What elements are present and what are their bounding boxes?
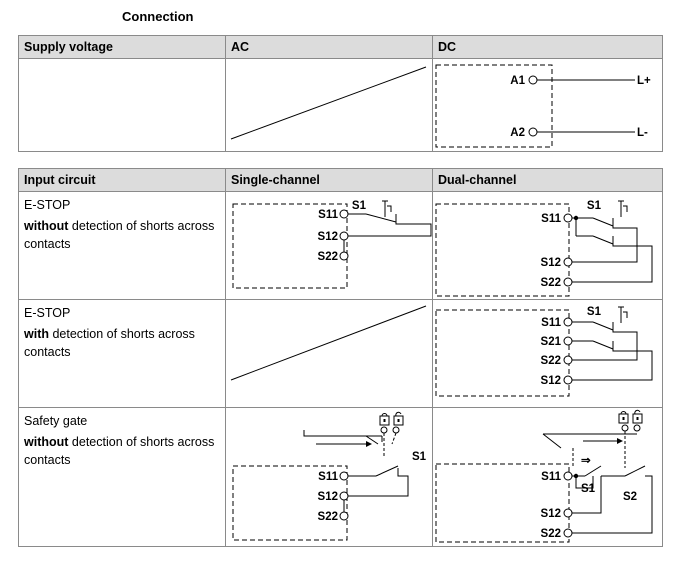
unlock-icon	[632, 409, 643, 424]
label-s1: S1	[587, 306, 602, 318]
label-s12: S12	[318, 231, 338, 243]
estop-single-channel-cell: S1 S11 S12 S22	[225, 191, 433, 300]
row-emphasis: without	[24, 435, 69, 449]
label-s1: S1	[412, 451, 427, 463]
lock-icon	[379, 413, 390, 426]
row-emphasis: without	[24, 219, 69, 233]
header-ac: AC	[225, 35, 433, 59]
estop-with-single-channel-cell	[225, 299, 433, 408]
estop-with-dual-channel-diagram: S1 S11 S21 S22 S12	[435, 306, 653, 397]
dc-diagram-cell: A1 L+ A2 L-	[432, 58, 663, 152]
unlock-icon	[393, 411, 404, 426]
label-s1: S1	[587, 200, 602, 212]
header-input-circuit: Input circuit	[18, 168, 226, 192]
estop-single-channel-diagram: S1 S11 S12 S22	[232, 200, 432, 289]
estop-dual-channel-cell: S1 S11 S12 S22	[432, 191, 663, 300]
arrow-right-icon: ⇒	[581, 455, 591, 467]
section-title: Connection	[122, 9, 194, 24]
label-s11: S11	[318, 209, 338, 221]
ac-strike-line	[230, 66, 427, 140]
row-safety-gate-desc: Safety gate without detection of shorts …	[18, 407, 226, 547]
label-s1: S1	[581, 483, 596, 495]
label-a2: A2	[510, 127, 525, 139]
header-supply-voltage: Supply voltage	[18, 35, 226, 59]
label-s12: S12	[541, 375, 561, 387]
label-s21: S21	[541, 336, 562, 348]
header-dual-channel: Dual-channel	[432, 168, 663, 192]
row-emphasis: with	[24, 327, 49, 341]
gate-dual-channel-cell: ⇒ S11 S1 S2 S12 S22	[432, 407, 663, 547]
estop-with-dual-channel-cell: S1 S11 S21 S22 S12	[432, 299, 663, 408]
label-s1: S1	[352, 200, 367, 212]
label-s22: S22	[541, 355, 561, 367]
label-s11: S11	[318, 471, 338, 483]
row-title: E-STOP	[24, 306, 71, 320]
ac-not-applicable-cell	[225, 58, 433, 152]
row-estop-with-desc: E-STOP with detection of shorts across c…	[18, 299, 226, 408]
input-circuit-table: Input circuit Single-channel Dual-channe…	[18, 168, 663, 547]
dc-wiring-diagram: A1 L+ A2 L-	[435, 64, 651, 148]
supply-voltage-table: Supply voltage AC DC A1 L+ A2 L-	[18, 35, 663, 152]
gate-single-channel-diagram: S1 S11 S12 S22	[232, 411, 427, 541]
row-title: E-STOP	[24, 198, 71, 212]
label-s12: S12	[541, 508, 561, 520]
label-s12: S12	[541, 257, 561, 269]
gate-single-channel-cell: S1 S11 S12 S22	[225, 407, 433, 547]
label-s11: S11	[541, 213, 561, 225]
estop-dual-channel-diagram: S1 S11 S12 S22	[435, 200, 653, 297]
label-s2: S2	[623, 491, 637, 503]
row-description: detection of shorts across contacts	[24, 435, 215, 467]
label-lminus: L-	[637, 127, 648, 139]
row-estop-without-desc: E-STOP without detection of shorts acros…	[18, 191, 226, 300]
single-channel-strike-line	[230, 305, 427, 381]
gate-dual-channel-diagram: ⇒ S11 S1 S2 S12 S22	[435, 409, 653, 543]
label-s12: S12	[318, 491, 338, 503]
row-title: Safety gate	[24, 414, 88, 428]
lock-icon	[618, 411, 629, 424]
row-description: detection of shorts across contacts	[24, 327, 195, 359]
label-s22: S22	[318, 511, 338, 523]
supply-empty-cell	[18, 58, 226, 152]
label-s11: S11	[541, 317, 561, 329]
label-a1: A1	[510, 75, 525, 87]
label-s22: S22	[541, 528, 561, 540]
label-lplus: L+	[637, 75, 651, 87]
label-s22: S22	[541, 277, 561, 289]
label-s11: S11	[541, 471, 561, 483]
header-dc: DC	[432, 35, 663, 59]
row-description: detection of shorts across contacts	[24, 219, 215, 251]
label-s22: S22	[318, 251, 338, 263]
header-single-channel: Single-channel	[225, 168, 433, 192]
